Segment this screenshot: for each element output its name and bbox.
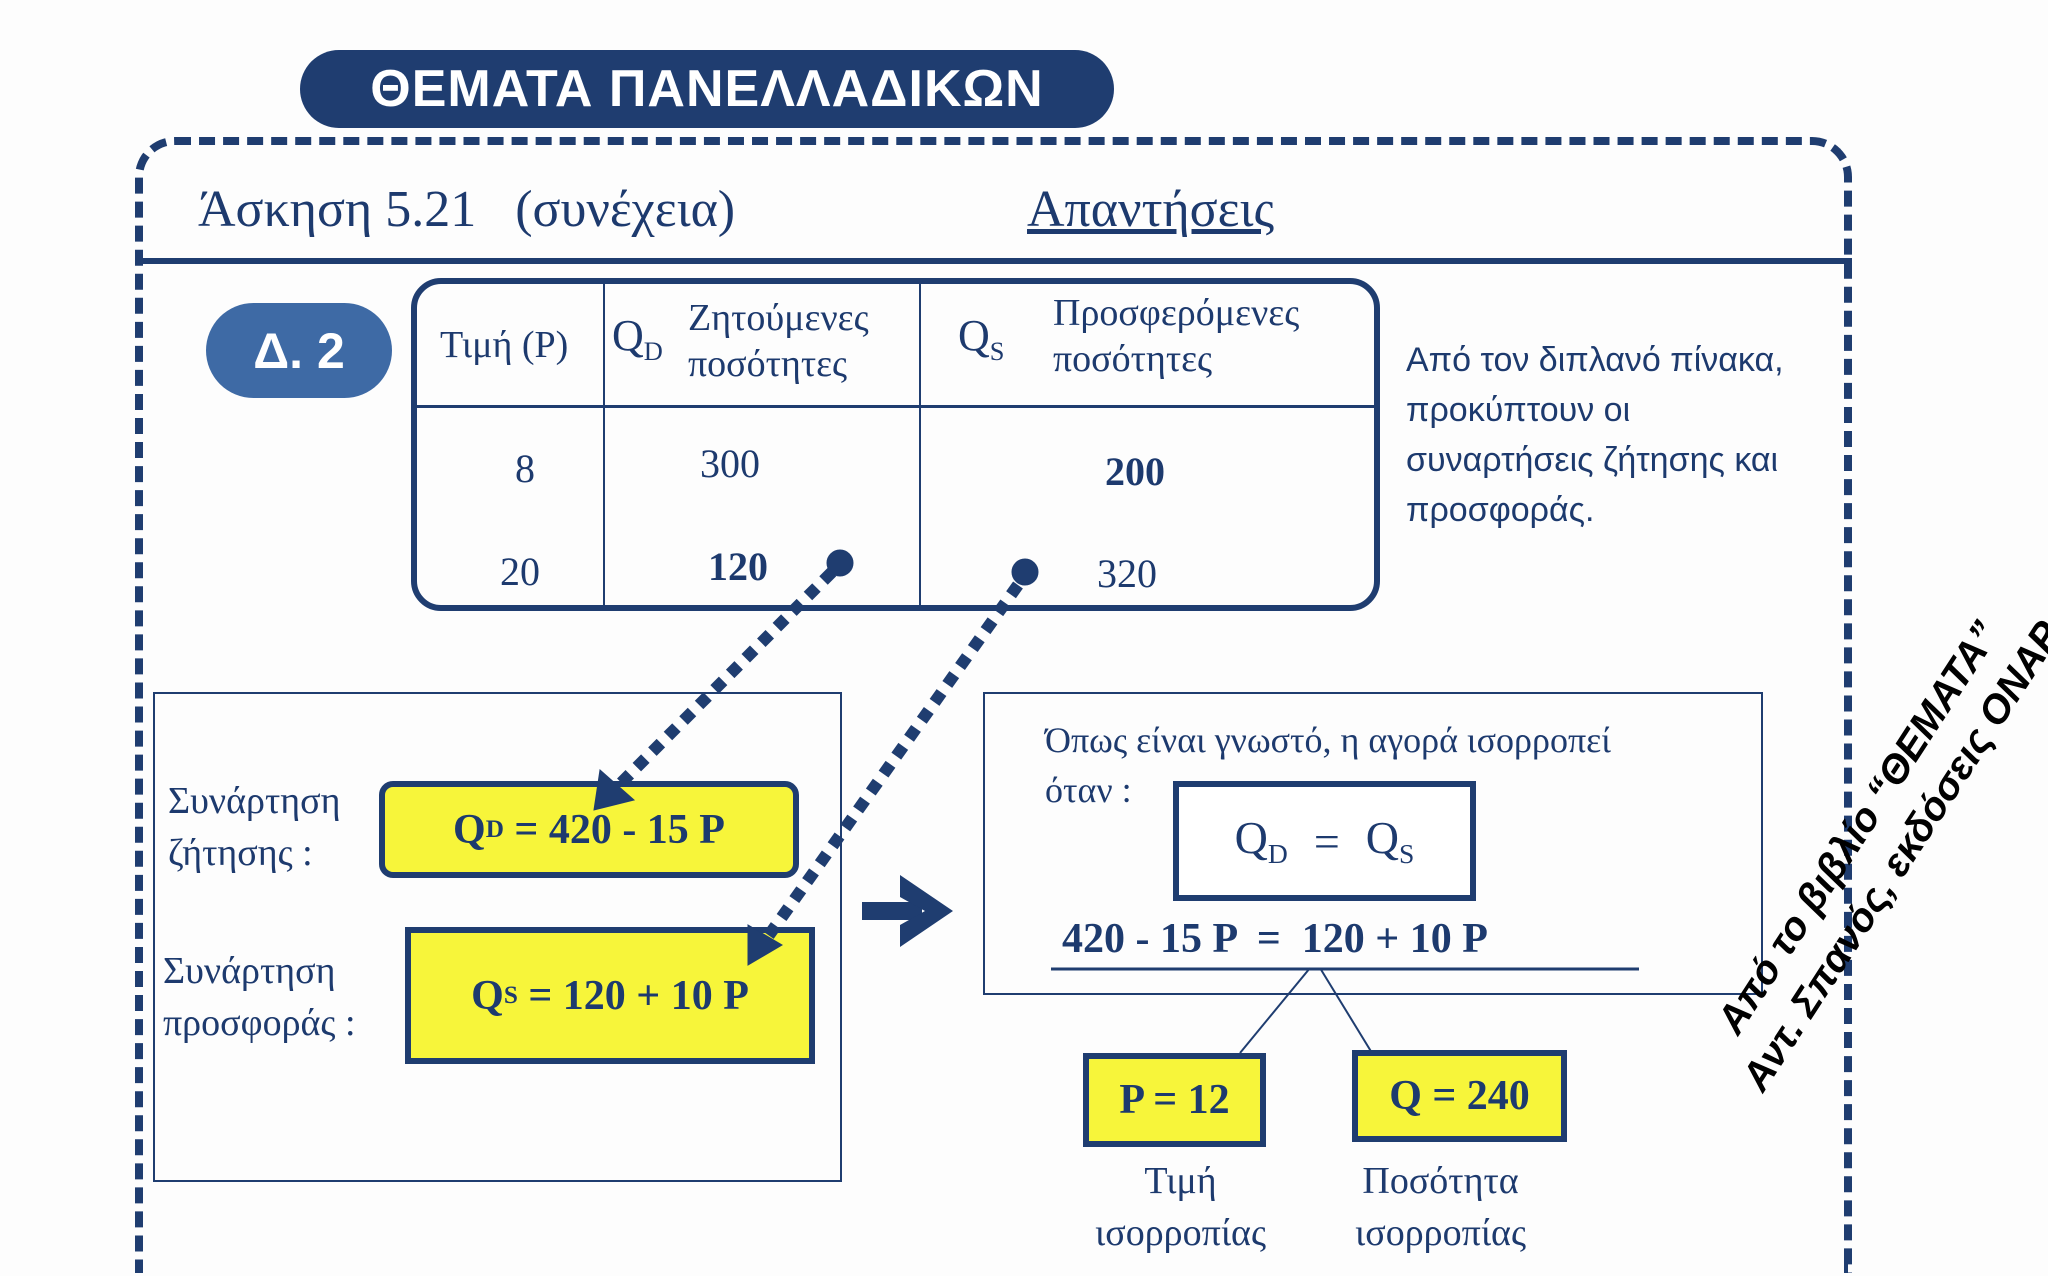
table-cell: 200 [1105,449,1165,494]
exercise-title: Άσκηση 5.21 (συνέχεια) [198,180,735,239]
equilibrium-condition: QD=QS [1173,781,1476,901]
table-cell: 20 [500,549,540,594]
functions-box [153,692,842,1182]
side-note: Από τον διπλανό πίνακα, προκύπτουν οι συ… [1406,341,1784,529]
supply-dotted-arrow [747,558,1039,966]
header-divider [135,258,1852,264]
column-divider [603,282,605,607]
column-divider [919,282,921,607]
exercise-frame [135,137,1852,1273]
data-table [411,278,1380,611]
table-cell: 120 [708,544,768,589]
table-cell: 320 [1097,551,1157,596]
header-row-divider [415,405,1376,408]
continued-label: (συνέχεια) [515,181,736,238]
branch-lines [1239,967,1373,1054]
table-cell: 300 [700,441,760,486]
exercise-number: Άσκηση 5.21 [198,181,477,238]
demand-dotted-arrow [593,549,854,811]
equilibrium-quantity: Q = 240 [1352,1050,1567,1142]
banner: ΘΕΜΑΤΑ ΠΑΝΕΛΛΑΔΙΚΩΝ [300,50,1114,128]
question-badge: Δ. 2 [206,303,392,398]
table-cell: 8 [515,446,535,491]
price-header: Τιμή (P) [440,324,569,366]
right-arrow-icon [862,875,953,947]
equilibrium-price: P = 12 [1083,1053,1266,1147]
qd-header-symbol: QD [612,311,663,366]
answers-heading: Απαντήσεις [1027,181,1275,238]
qs-header-symbol: QS [958,311,1005,366]
equilibrium-box [983,692,1763,995]
equilibrium-equation: 420 - 15 P = 120 + 10 P [1062,916,1488,962]
